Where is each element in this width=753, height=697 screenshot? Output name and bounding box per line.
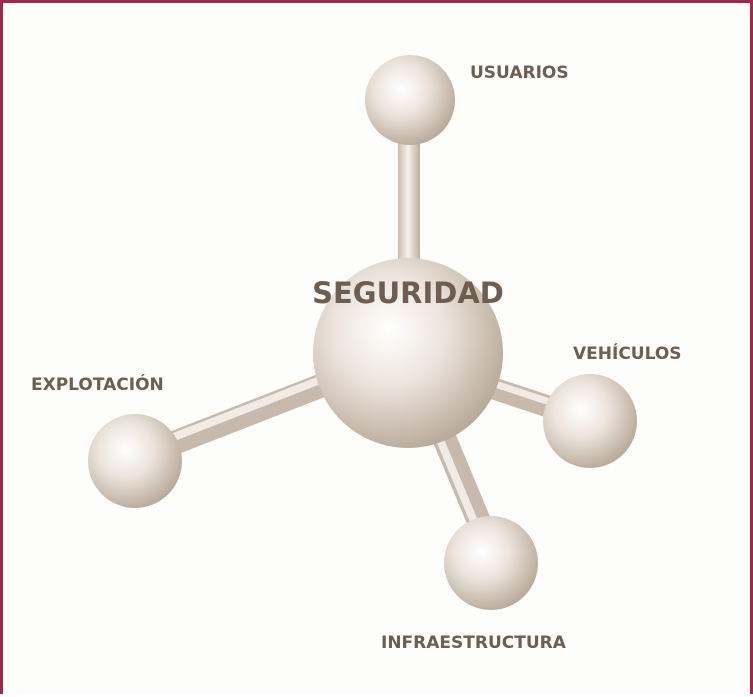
molecule-diagram: SEGURIDAD USUARIOS VEHÍCULOS EXPLOTACIÓN… [31,55,682,653]
sphere-explotacion [88,414,182,508]
label-infraestructura: INFRAESTRUCTURA [381,633,567,653]
sphere-usuarios [365,55,455,145]
bond-usuarios [398,138,420,268]
label-usuarios: USUARIOS [470,63,569,83]
sphere-infraestructura [444,516,538,610]
label-vehiculos: VEHÍCULOS [573,342,682,364]
center-label: SEGURIDAD [312,276,504,310]
sphere-center [313,258,503,448]
sphere-vehiculos [543,374,637,468]
label-explotacion: EXPLOTACIÓN [31,373,164,395]
